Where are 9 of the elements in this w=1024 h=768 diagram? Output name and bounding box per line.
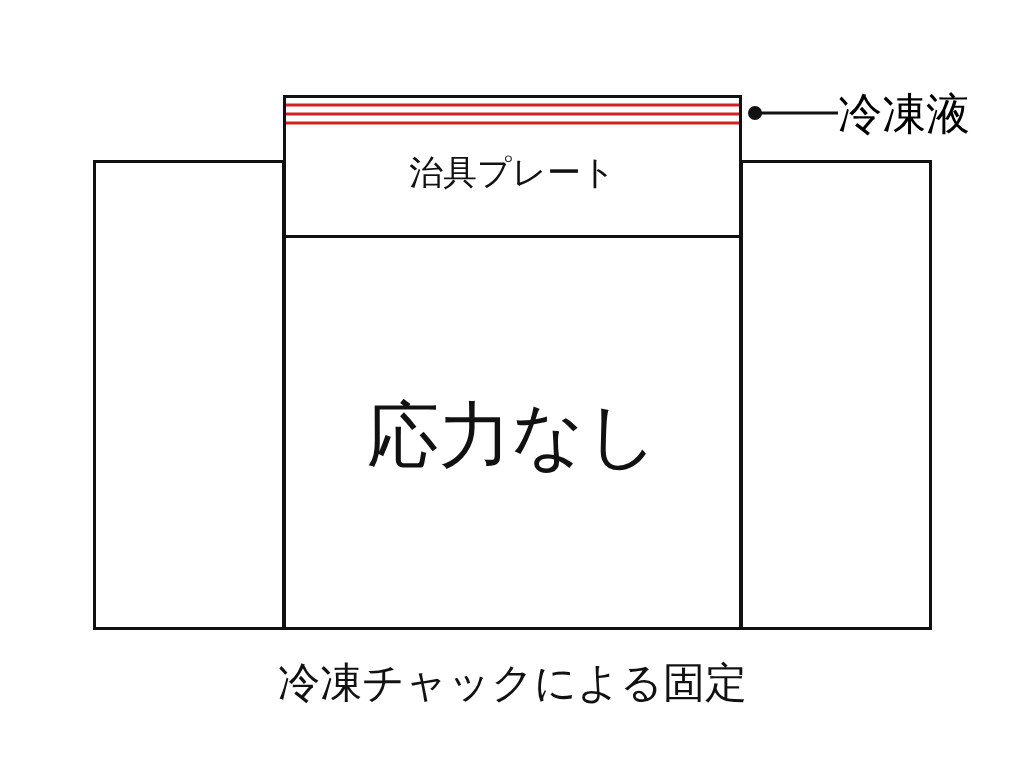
workpiece-box: [283, 235, 742, 630]
caption: 冷凍チャックによる固定: [276, 657, 748, 709]
plate-box: [283, 95, 742, 238]
plate-label: 治具プレート: [408, 151, 617, 194]
stress-label: 応力なし: [365, 392, 660, 479]
leader-line: [748, 106, 838, 120]
callout-label: 冷凍液: [838, 82, 1008, 146]
side-block: [93, 160, 285, 630]
side-block: [740, 160, 932, 630]
